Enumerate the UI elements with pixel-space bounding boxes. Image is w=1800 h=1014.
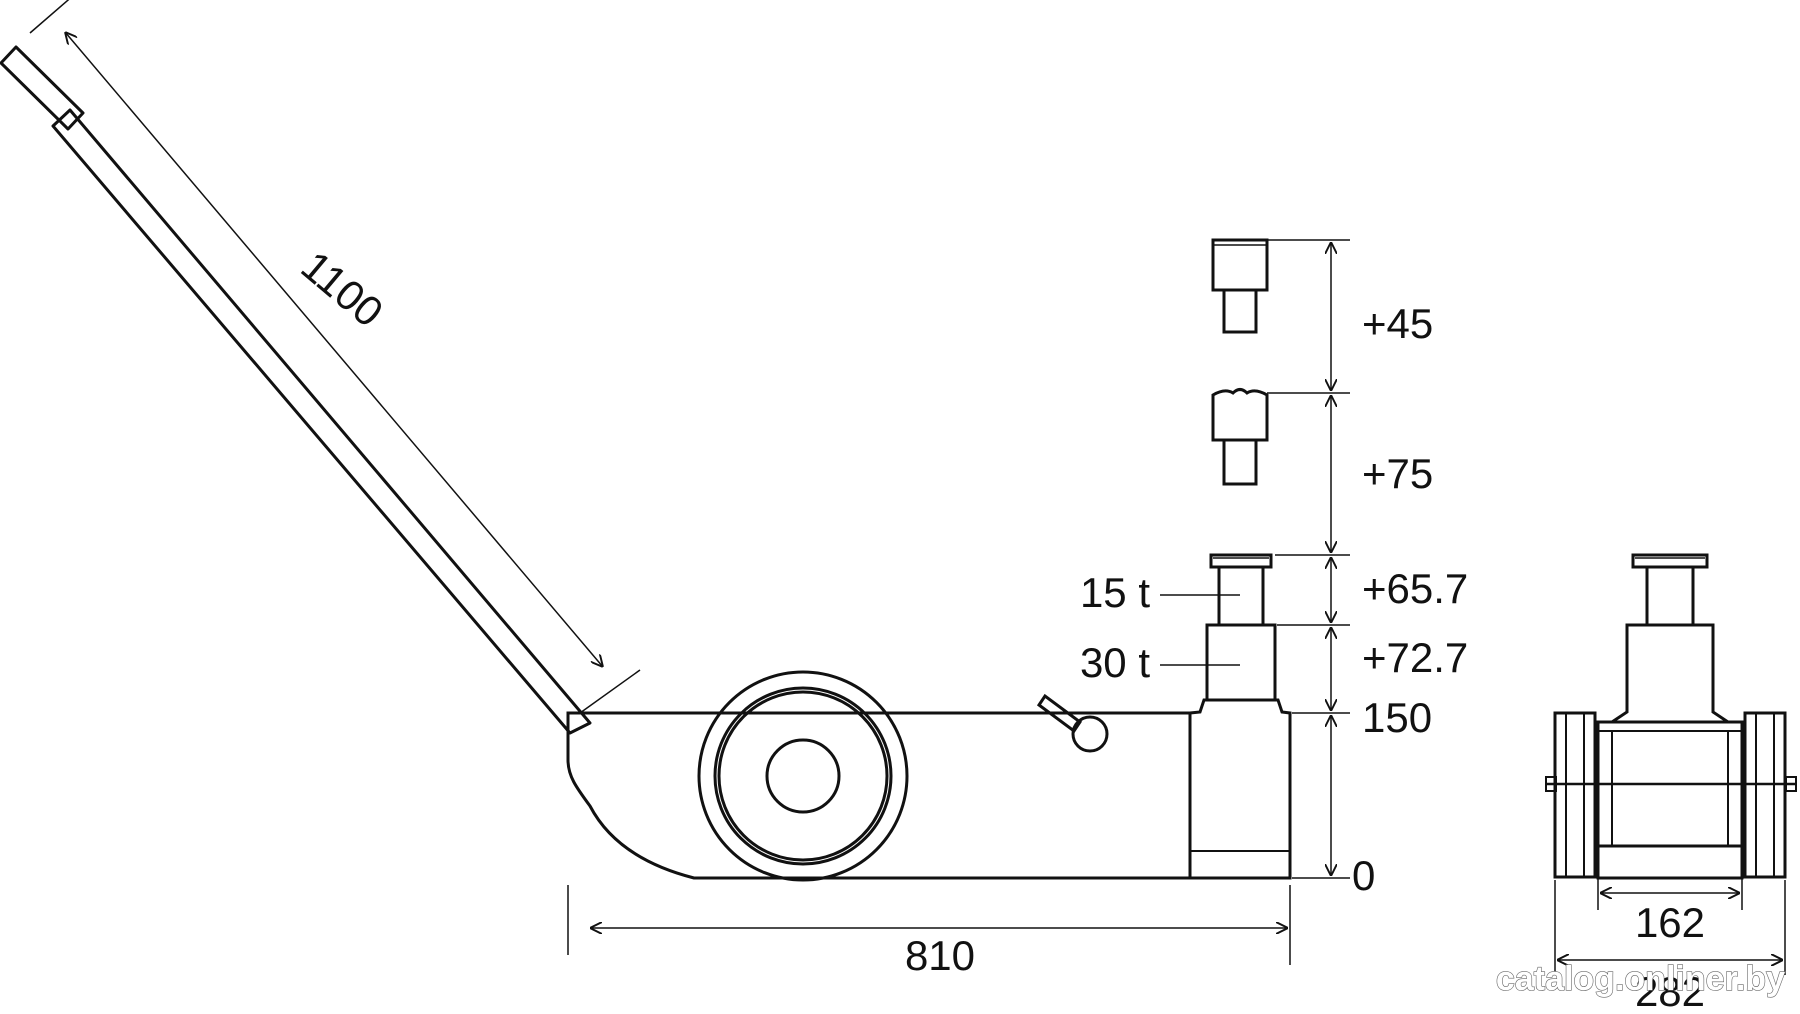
ram-15t-label: 15 t [1080,569,1150,616]
extension-45 [1211,238,1269,334]
extension-75-label: +75 [1362,450,1433,497]
base-length-dimension: 810 [567,885,1291,979]
saddle [1209,553,1273,569]
outer-width-label: 282 [1635,968,1705,1014]
wheel [697,670,909,882]
right-wheel [1743,711,1787,879]
stage-65-label: +65.7 [1362,565,1468,612]
min-height-label: 150 [1362,694,1432,741]
watermark: catalog.onliner.by [1496,960,1785,998]
handle [0,45,592,735]
zero-label: 0 [1352,852,1375,899]
ram-30t-label: 30 t [1080,639,1150,686]
stage-72-label: +72.7 [1362,634,1468,681]
extension-45-label: +45 [1362,300,1433,347]
base-length-label: 810 [905,932,975,979]
ram-capacity-labels: 15 t 30 t [1080,569,1240,686]
wheel-hub [765,738,841,814]
release-valve [1036,693,1109,753]
inner-width-label: 162 [1635,899,1705,946]
height-dimensions: +45 +75 +65.7 +72.7 150 0 [1267,239,1468,899]
main-cylinder [1188,698,1292,880]
left-wheel [1553,711,1597,879]
handle-length-label: 1100 [293,242,392,336]
extension-75 [1211,388,1269,486]
ram-stage-15t [1217,565,1265,627]
front-view: 162 282 [1545,553,1797,1014]
ram-stage-30t [1205,623,1277,702]
jack-body [566,553,1292,882]
handle-length-dimension: 1100 [29,0,641,714]
